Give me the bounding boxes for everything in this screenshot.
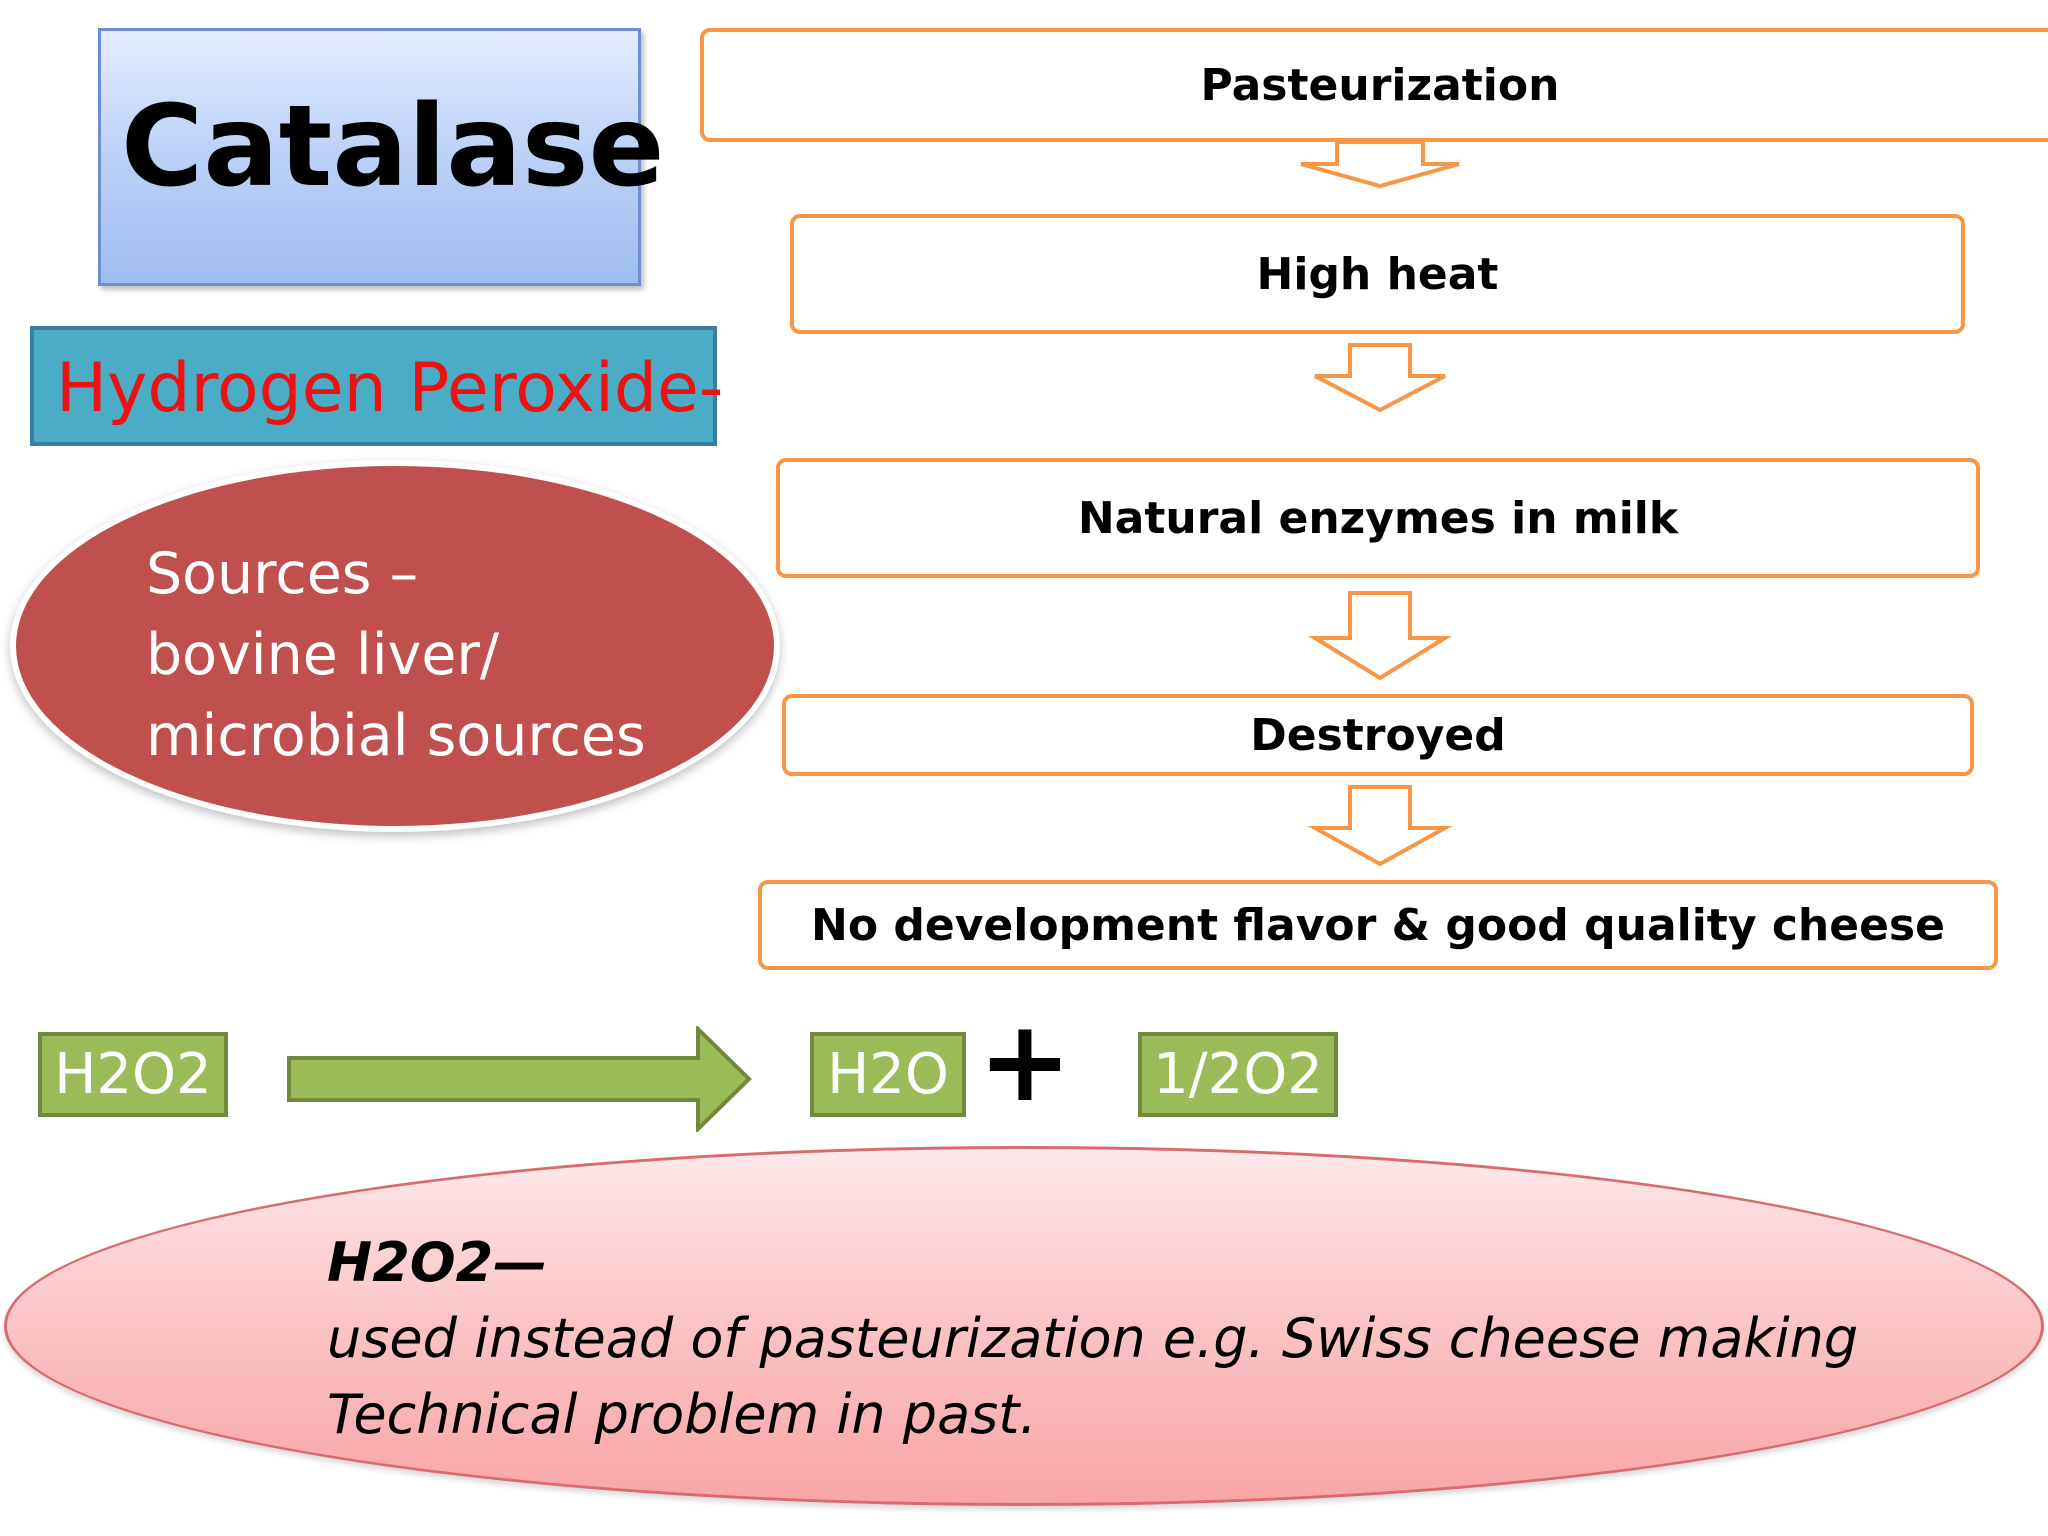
- slide-title: Catalase: [121, 82, 665, 212]
- reaction-arrow-icon: [287, 1026, 752, 1132]
- sources-line-3: microbial sources: [146, 703, 646, 769]
- banner-label: Hydrogen Peroxide-: [56, 349, 724, 428]
- flow-step-pasteurization: Pasteurization: [700, 28, 2048, 142]
- note-heading: H2O2—: [327, 1231, 548, 1294]
- flow-step-destroyed: Destroyed: [782, 694, 1974, 776]
- down-arrow-icon: [1314, 343, 1446, 413]
- hydrogen-peroxide-banner: Hydrogen Peroxide-: [30, 326, 723, 446]
- flow-step-natural-enzymes: Natural enzymes in milk: [776, 458, 1980, 578]
- reactant-h2o2-box: H2O2: [38, 1032, 228, 1117]
- flow-step-high-heat: High heat: [790, 214, 1965, 334]
- sources-ellipse: Sources – bovine liver/ microbial source…: [10, 460, 780, 832]
- note-text: H2O2— used instead of pasteurization e.g…: [327, 1225, 1858, 1453]
- title-box: Catalase: [98, 28, 664, 286]
- sources-line-1: Sources –: [146, 541, 419, 607]
- sources-line-2: bovine liver/: [146, 622, 500, 688]
- note-line-1: used instead of pasteurization e.g. Swis…: [327, 1307, 1859, 1370]
- sources-text: Sources – bovine liver/ microbial source…: [146, 534, 646, 777]
- down-arrow-icon: [1307, 591, 1453, 681]
- down-arrow-icon: [1300, 140, 1460, 189]
- product-h2o-box: H2O: [810, 1032, 966, 1117]
- down-arrow-icon: [1307, 785, 1453, 867]
- note-ellipse: H2O2— used instead of pasteurization e.g…: [4, 1146, 2044, 1506]
- product-oxygen-box: 1/2O2: [1138, 1032, 1338, 1117]
- note-line-2: Technical problem in past.: [327, 1383, 1037, 1446]
- plus-sign: +: [978, 997, 1072, 1127]
- flow-step-outcome: No development flavor & good quality che…: [758, 880, 1998, 970]
